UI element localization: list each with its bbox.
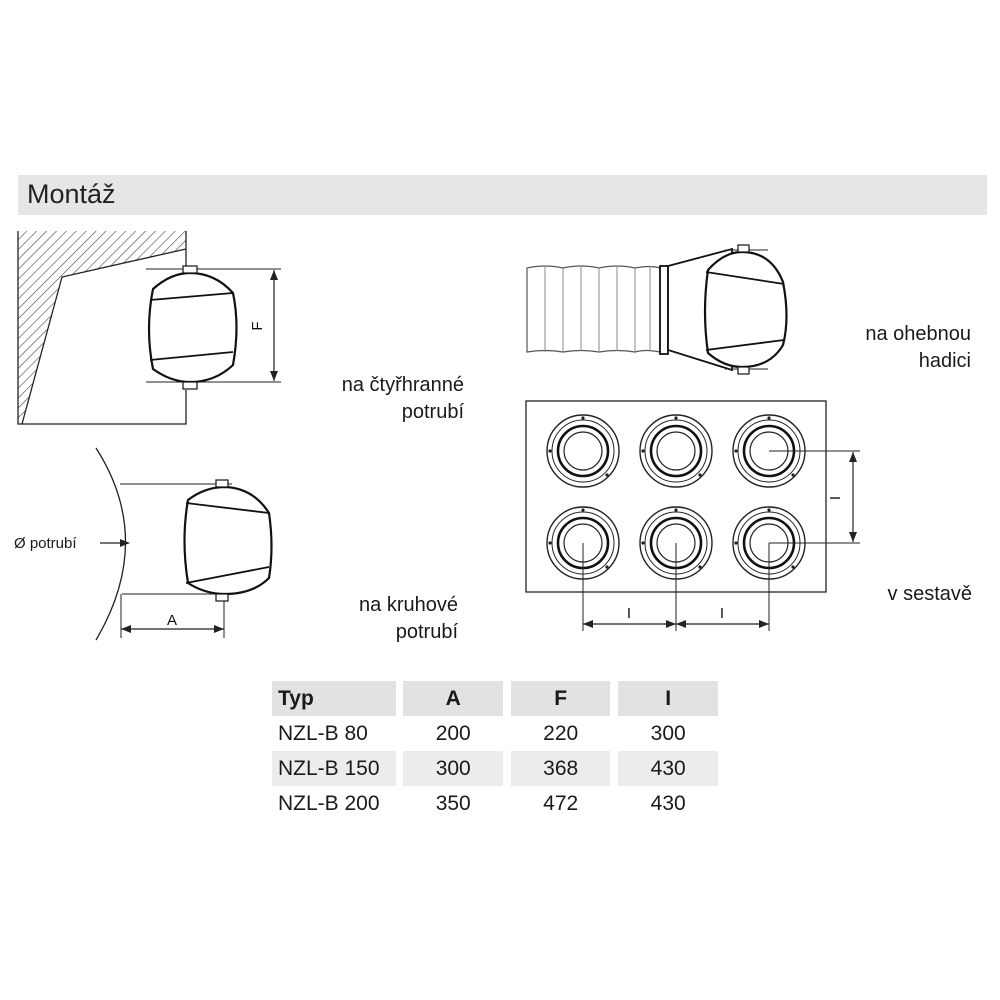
table-cell-i: 430 — [618, 751, 718, 786]
table-cell-type: NZL-B 150 — [272, 751, 396, 786]
table-header-f: F — [510, 681, 611, 716]
table-cell-i: 300 — [650, 721, 686, 745]
table-cell-a: 350 — [435, 791, 471, 815]
nozzle-body — [183, 479, 273, 602]
table-cell-f: 368 — [510, 751, 611, 786]
table-cell-f: 220 — [543, 721, 579, 745]
nozzle-flange-inner — [644, 419, 708, 483]
screw-hole — [767, 416, 771, 420]
nozzle-body — [147, 265, 238, 390]
dimension-i-horizontal-1-label: I — [627, 605, 631, 622]
assembly-label-line-1: v sestavě — [887, 583, 972, 605]
section-header: Montáž — [18, 175, 987, 215]
round-duct-label-line-2: potrubí — [395, 621, 458, 643]
table-cell-type: NZL-B 80 — [278, 721, 368, 745]
dimension-a-label: A — [167, 612, 177, 629]
table-row: NZL-B 200 350 472 430 — [272, 786, 718, 821]
screw-hole — [698, 565, 702, 569]
flexible-hose-drawing — [526, 244, 788, 375]
round-duct-label: na kruhové potrubí — [300, 592, 458, 646]
table-row: NZL-B 80 200 220 300 — [272, 716, 718, 751]
table-row: NZL-B 150 300 368 430 — [272, 751, 718, 786]
round-duct-drawing: A — [95, 447, 273, 641]
flex-hose — [526, 265, 661, 353]
screw-hole — [767, 508, 771, 512]
table-cell-f: 472 — [543, 791, 579, 815]
dimension-table: Typ A F I NZL-B 80 200 220 300 NZL-B 150… — [272, 681, 718, 821]
square-duct-label: na čtyřhranné potrubí — [300, 372, 464, 426]
section-title: Montáž — [27, 179, 116, 209]
table-cell-type: NZL-B 200 — [278, 791, 380, 815]
assembly-panel-drawing: I I I — [525, 400, 860, 631]
screw-hole — [641, 449, 645, 453]
screw-hole — [581, 508, 585, 512]
flexible-hose-label-line-2: hadici — [918, 350, 971, 372]
screw-hole — [581, 416, 585, 420]
pipe-diameter-label: Ø potrubí — [14, 535, 77, 552]
nozzle-outlet — [639, 414, 713, 488]
screw-hole — [548, 449, 552, 453]
nozzle-ring — [556, 424, 610, 478]
table-cell-a: 200 — [435, 721, 471, 745]
nozzle-outlet — [546, 414, 620, 488]
flexible-hose-label-line-1: na ohebnou — [865, 323, 971, 345]
dimension-i-horizontal-2-label: I — [720, 605, 724, 622]
screw-hole — [698, 473, 702, 477]
nozzle-opening — [563, 431, 603, 471]
table-header-row: Typ A F I — [272, 681, 718, 716]
duct-wall-hatch — [18, 231, 186, 424]
screw-hole — [605, 473, 609, 477]
screw-hole — [734, 449, 738, 453]
screw-hole — [674, 508, 678, 512]
dimension-i-vertical-label: I — [827, 496, 844, 500]
assembly-label: v sestavě — [830, 581, 972, 608]
nozzle-flange-inner — [551, 419, 615, 483]
screw-hole — [674, 416, 678, 420]
square-duct-drawing: F — [17, 231, 281, 425]
nozzle-opening — [656, 431, 696, 471]
square-duct-label-line-2: potrubí — [401, 401, 464, 423]
screw-hole — [605, 565, 609, 569]
screw-hole — [548, 541, 552, 545]
square-duct-label-line-1: na čtyřhranné — [341, 374, 464, 396]
round-duct-label-line-1: na kruhové — [359, 594, 458, 616]
flexible-hose-label: na ohebnou hadici — [800, 321, 971, 375]
screw-hole — [791, 565, 795, 569]
dimension-f-label: F — [249, 321, 266, 330]
table-header-typ: Typ — [272, 681, 396, 716]
table-header-i: I — [618, 681, 718, 716]
table-header-a: A — [403, 681, 503, 716]
nozzle-ring — [649, 424, 703, 478]
screw-hole — [734, 541, 738, 545]
nozzle-body — [703, 244, 788, 375]
screw-hole — [791, 473, 795, 477]
table-cell-a: 300 — [403, 751, 503, 786]
table-cell-i: 430 — [650, 791, 686, 815]
screw-hole — [641, 541, 645, 545]
